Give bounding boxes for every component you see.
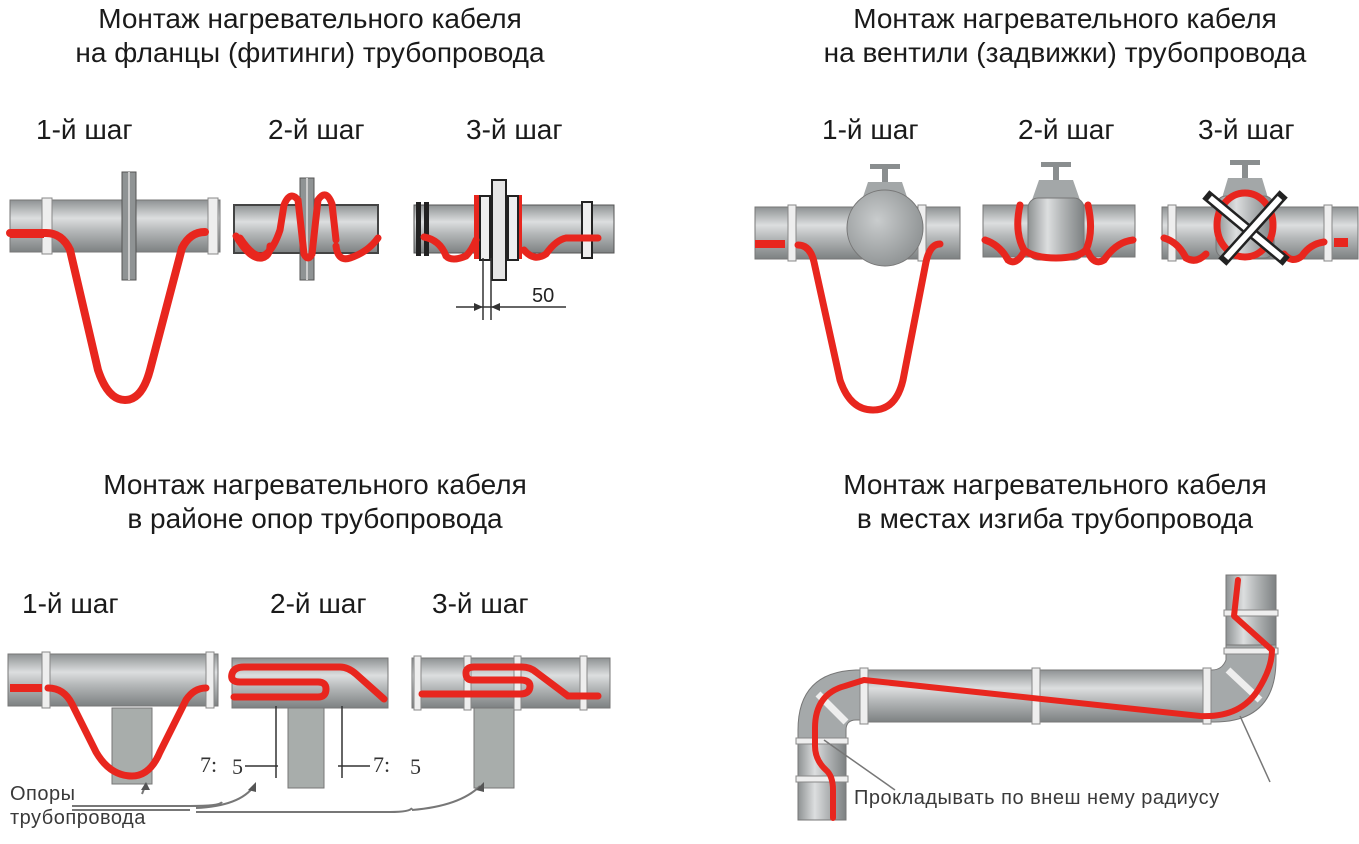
heating-cable [420,233,480,263]
flanges-step-2 [232,177,382,281]
panel-title-valves: Монтаж нагревательного кабеля на вентили… [770,2,1359,70]
title-line: Монтаж нагревательного кабеля [103,469,527,500]
title-line: Монтаж нагревательного кабеля [843,469,1267,500]
supports-step-1 [7,651,219,785]
callout-line: трубопровода [10,807,146,829]
dimension-label: 7: [200,752,218,777]
title-line: Монтаж нагревательного кабеля [853,3,1277,34]
title-line: в районе опор трубопровода [127,503,503,534]
dimension-marker [456,258,566,320]
step-label-supports-3: 3-й шаг [432,588,529,619]
dimension-label: 7: [373,752,391,777]
dimension-label: 5 [232,754,243,779]
heating-cable [1014,201,1095,262]
bends-diagram [795,574,1279,821]
valves-step-1 [754,164,961,414]
callout-line: Опоры [10,783,76,805]
arrow-icon [476,782,484,792]
step-label-flanges-3: 3-й шаг [466,114,563,145]
valve-icon [846,164,924,267]
dimension-label: 5 [410,754,421,779]
cross-out-icon [1202,190,1290,266]
flange [491,179,507,281]
title-line: Монтаж нагревательного кабеля [98,3,522,34]
panel-title-bends: Монтаж нагревательного кабеля в местах и… [760,468,1350,536]
callout-supports: Опоры трубопровода [10,782,146,830]
heating-cable [418,663,602,700]
callout-bends: Прокладывать по внеш нему радиусу [854,787,1220,809]
title-line: на фланцы (фитинги) трубопровода [75,37,545,68]
panel-title-supports: Монтаж нагревательного кабеля в районе о… [20,468,610,536]
step-label-supports-2: 2-й шаг [270,588,367,619]
step-label-valves-1: 1-й шаг [822,114,919,145]
heating-cable [981,236,1137,266]
step-label-flanges-2: 2-й шаг [268,114,365,145]
pipe-weld [207,197,219,255]
flanges-step-1 [6,171,221,405]
step-label-valves-3: 3-й шаг [1198,114,1295,145]
step-label-valves-2: 2-й шаг [1018,114,1115,145]
heating-cable [228,663,388,703]
valves-step-3 [1160,160,1359,266]
pipe-support [473,705,515,789]
heating-cable [236,191,340,262]
supports-step-3 [411,655,611,789]
heating-cable [520,234,602,261]
heating-cable [794,240,944,414]
dimension-marker [245,706,370,778]
flanges-step-3: 50 [413,179,615,320]
arrow-icon [141,782,150,790]
pipe-weld [41,197,53,255]
pipe-support [287,705,325,789]
step-label-supports-1: 1-й шаг [22,588,119,619]
heating-cable [1213,189,1277,261]
heating-cable [812,577,1275,821]
title-line: в местах изгиба трубопровода [856,503,1254,534]
valve-icon [1027,162,1085,261]
panel-title-flanges: Монтаж нагревательного кабеля на фланцы … [20,2,600,70]
title-line: на вентили (задвижки) трубопровода [823,37,1307,68]
supports-step-2 [228,657,389,789]
arrow-icon [248,782,256,792]
heating-cable [44,684,210,780]
valves-step-2 [981,162,1137,266]
heating-cable [6,228,209,405]
dimension-label: 50 [532,285,554,307]
step-label-flanges-1: 1-й шаг [36,114,133,145]
